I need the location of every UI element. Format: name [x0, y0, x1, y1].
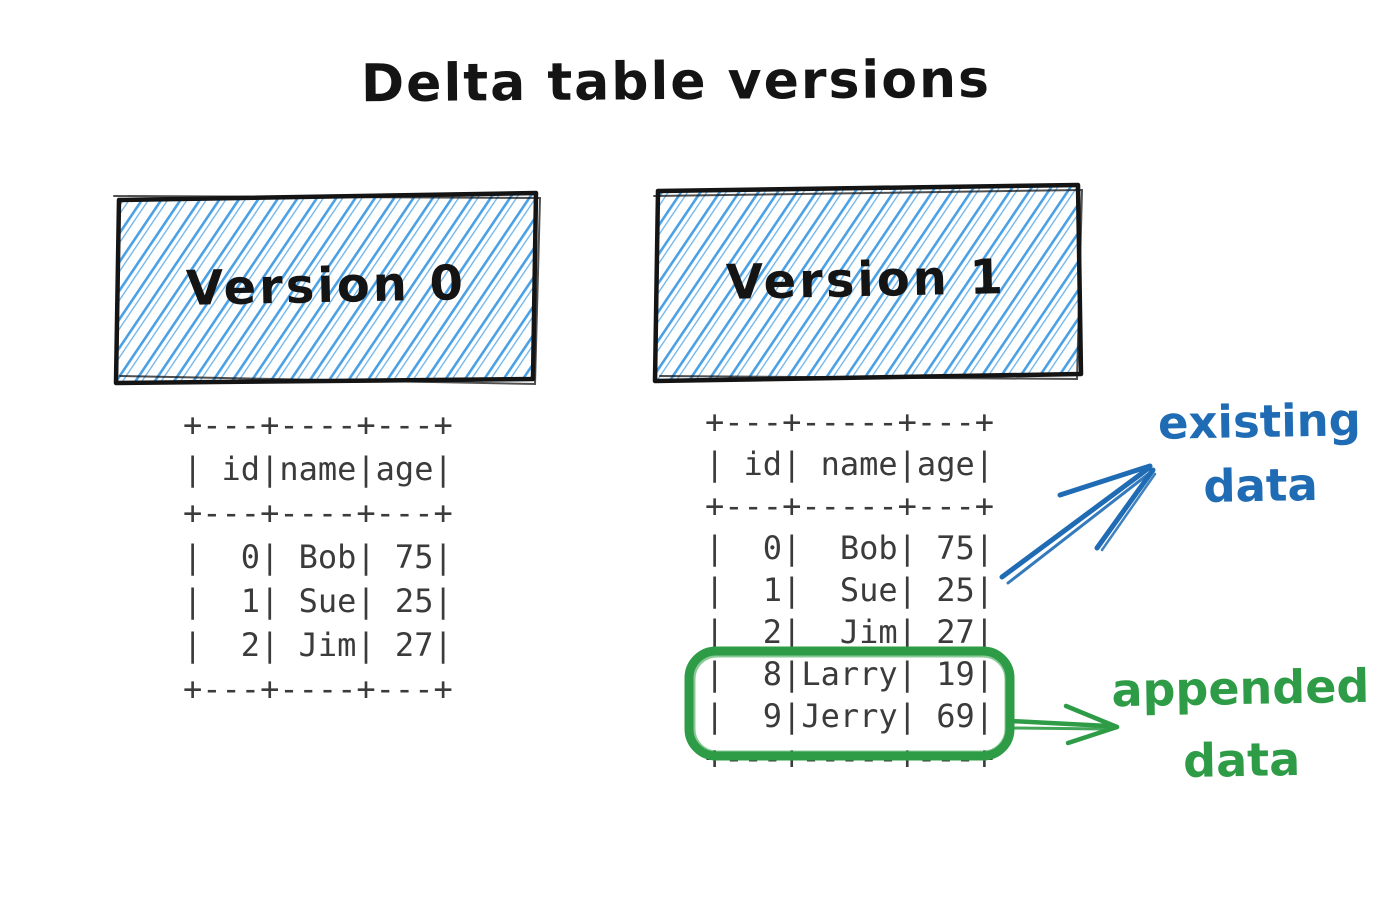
diagram-title: Delta table versions [360, 49, 992, 115]
existing-data-arrow [999, 463, 1157, 585]
version0-box [113, 190, 542, 386]
version1-label: Version 1 [725, 249, 1007, 311]
appended-data-line1: appended [1110, 658, 1370, 718]
version0-label: Version 0 [185, 255, 467, 317]
existing-data-line1: existing [1157, 393, 1362, 450]
existing-data-label: existing data [1139, 388, 1381, 520]
version0-ascii-table: +---+----+---+ | id|name|age| +---+----+… [183, 406, 453, 708]
appended-data-line2: data [1182, 731, 1301, 789]
appended-data-label: appended data [1097, 650, 1385, 799]
version1-ascii-table: +---+-----+---+ | id| name|age| +---+---… [705, 403, 994, 777]
version1-box [652, 182, 1084, 384]
existing-data-line2: data [1202, 458, 1319, 513]
